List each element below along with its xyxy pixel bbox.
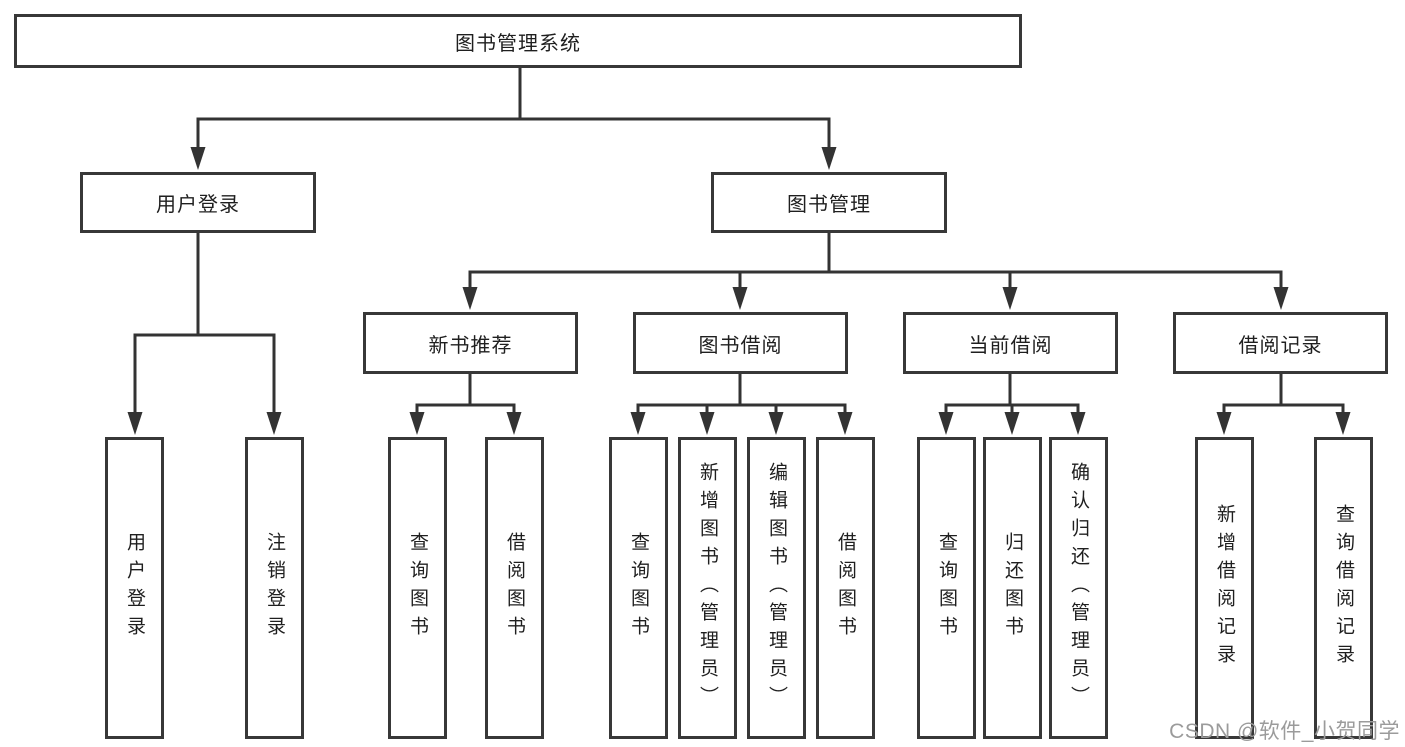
arrowhead-down-icon bbox=[1004, 412, 1020, 435]
node-bb-borrow-books: 借阅图书 bbox=[816, 437, 875, 739]
arrowhead-down-icon bbox=[1335, 412, 1351, 435]
node-cb-query-books-label: 查询图书 bbox=[936, 532, 957, 644]
node-cb-query-books: 查询图书 bbox=[917, 437, 976, 739]
node-bb-query-books-label: 查询图书 bbox=[628, 532, 649, 644]
arrowhead-down-icon bbox=[732, 287, 748, 310]
node-bb-edit-books: 编辑图书（管理员） bbox=[747, 437, 806, 739]
node-book-borrow-label: 图书借阅 bbox=[698, 334, 783, 357]
node-user-login-action: 用户登录 bbox=[105, 437, 164, 739]
arrowhead-down-icon bbox=[938, 412, 954, 435]
node-user-login-label: 用户登录 bbox=[156, 194, 240, 216]
node-root: 图书管理系统 bbox=[14, 14, 1022, 68]
arrowhead-down-icon bbox=[190, 147, 206, 170]
node-book-management: 图书管理 bbox=[711, 172, 947, 233]
arrowhead-down-icon bbox=[1070, 412, 1086, 435]
node-cb-return-books: 归还图书 bbox=[983, 437, 1042, 739]
arrowhead-down-icon bbox=[266, 412, 282, 435]
csdn-watermark: CSDN @软件_小贺同学 bbox=[1169, 720, 1400, 743]
node-bb-borrow-books-label: 借阅图书 bbox=[835, 532, 856, 644]
node-logout-action-label: 注销登录 bbox=[264, 532, 285, 644]
arrowhead-down-icon bbox=[699, 412, 715, 435]
arrowhead-down-icon bbox=[768, 412, 784, 435]
arrowhead-down-icon bbox=[837, 412, 853, 435]
node-current-borrow: 当前借阅 bbox=[903, 312, 1118, 374]
node-new-book-recommend: 新书推荐 bbox=[363, 312, 578, 374]
node-cb-return-books-label: 归还图书 bbox=[1002, 532, 1023, 644]
node-cb-confirm-return: 确认归还（管理员） bbox=[1049, 437, 1108, 739]
node-root-label: 图书管理系统 bbox=[455, 32, 581, 55]
node-cb-confirm-return-label: 确认归还（管理员） bbox=[1068, 462, 1089, 714]
node-user-login: 用户登录 bbox=[80, 172, 316, 233]
node-borrow-records-label: 借阅记录 bbox=[1238, 334, 1323, 357]
arrowhead-down-icon bbox=[821, 147, 837, 170]
node-br-add-record: 新增借阅记录 bbox=[1195, 437, 1254, 739]
node-user-login-action-label: 用户登录 bbox=[124, 532, 145, 644]
node-nbr-borrow-books: 借阅图书 bbox=[485, 437, 544, 739]
arrowhead-down-icon bbox=[127, 412, 143, 435]
node-bb-edit-books-label: 编辑图书（管理员） bbox=[766, 462, 787, 714]
node-logout-action: 注销登录 bbox=[245, 437, 304, 739]
node-br-add-record-label: 新增借阅记录 bbox=[1214, 504, 1235, 672]
node-book-borrow: 图书借阅 bbox=[633, 312, 848, 374]
node-nbr-query-books-label: 查询图书 bbox=[407, 532, 428, 644]
arrowhead-down-icon bbox=[1002, 287, 1018, 310]
node-bb-add-books: 新增图书（管理员） bbox=[678, 437, 737, 739]
node-book-management-label: 图书管理 bbox=[787, 194, 871, 216]
node-nbr-borrow-books-label: 借阅图书 bbox=[504, 532, 525, 644]
arrowhead-down-icon bbox=[462, 287, 478, 310]
node-br-query-record: 查询借阅记录 bbox=[1314, 437, 1373, 739]
arrowhead-down-icon bbox=[1216, 412, 1232, 435]
node-current-borrow-label: 当前借阅 bbox=[968, 334, 1053, 357]
arrowhead-down-icon bbox=[506, 412, 522, 435]
node-new-book-recommend-label: 新书推荐 bbox=[428, 334, 513, 357]
arrowhead-down-icon bbox=[630, 412, 646, 435]
arrowhead-down-icon bbox=[1273, 287, 1289, 310]
node-br-query-record-label: 查询借阅记录 bbox=[1333, 504, 1354, 672]
node-nbr-query-books: 查询图书 bbox=[388, 437, 447, 739]
arrowhead-down-icon bbox=[409, 412, 425, 435]
node-bb-add-books-label: 新增图书（管理员） bbox=[697, 462, 718, 714]
node-bb-query-books: 查询图书 bbox=[609, 437, 668, 739]
node-borrow-records: 借阅记录 bbox=[1173, 312, 1388, 374]
